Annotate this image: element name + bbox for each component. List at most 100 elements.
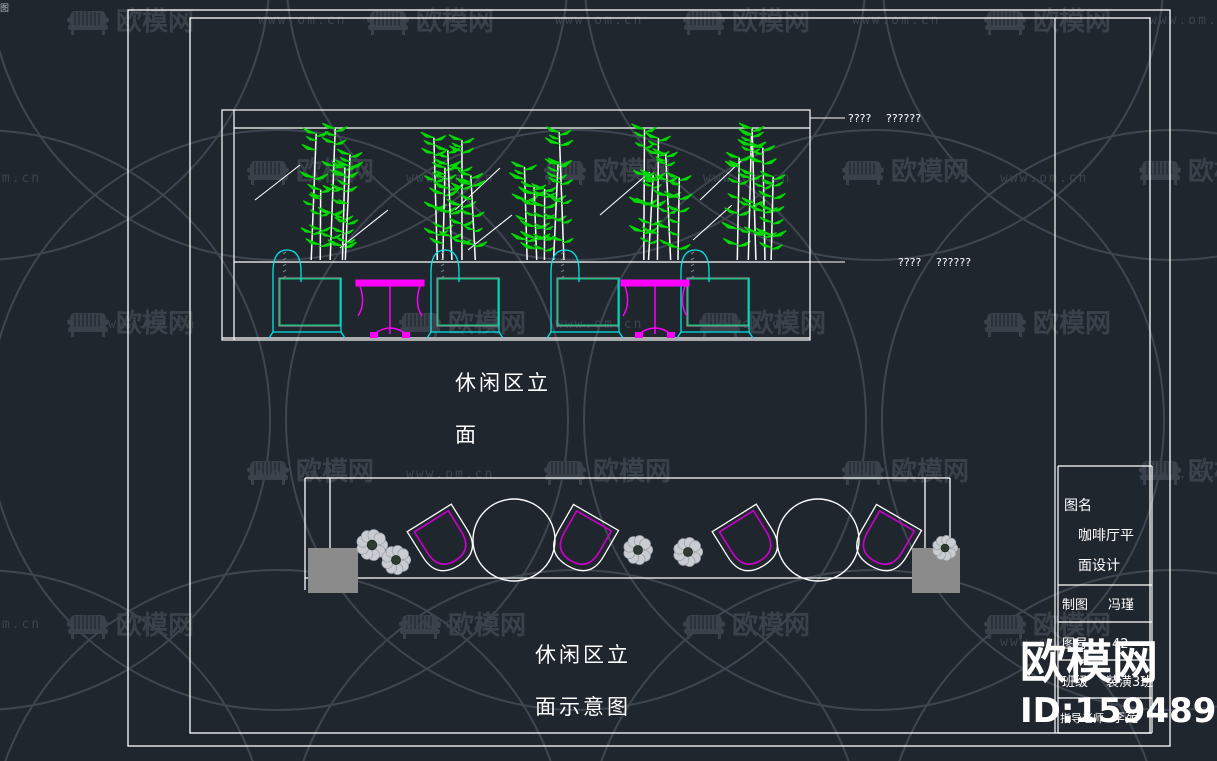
bamboo-leaf bbox=[472, 211, 485, 218]
svg-text:www.om.cn: www.om.cn bbox=[406, 617, 494, 632]
bamboo-leaf bbox=[446, 198, 463, 207]
plant-lobe bbox=[946, 537, 957, 548]
bamboo-leaf bbox=[460, 177, 472, 183]
bamboo-leaf bbox=[678, 207, 690, 213]
title-block-instructor-label: 指导老师 bbox=[1060, 711, 1104, 725]
svg-text:欧模网: 欧模网 bbox=[116, 308, 194, 339]
plan-chair[interactable] bbox=[406, 503, 481, 579]
plan-chair[interactable] bbox=[711, 503, 786, 579]
armchair-body-accent bbox=[279, 278, 341, 326]
bamboo-leaf bbox=[449, 208, 464, 215]
bamboo-leaf bbox=[336, 148, 351, 156]
elevation-armchair[interactable] bbox=[546, 249, 624, 339]
bamboo-leaf bbox=[560, 159, 573, 166]
bamboo-leaf bbox=[772, 174, 786, 181]
svg-text:www.om.cn: www.om.cn bbox=[1149, 13, 1217, 28]
armchair-body-accent bbox=[687, 278, 749, 326]
bamboo-leaf bbox=[421, 147, 435, 155]
elevation-armchair[interactable] bbox=[676, 249, 754, 339]
bamboo-leaf bbox=[721, 221, 739, 230]
plan-label-line1: 休闲区立 bbox=[535, 643, 631, 667]
bamboo-leaf bbox=[519, 219, 536, 228]
title-block-drawing-name-value-2: 面设计 bbox=[1078, 558, 1120, 574]
table-foot-right bbox=[402, 332, 410, 338]
bamboo-leaf bbox=[668, 209, 678, 215]
plan-drawing[interactable]: 休闲区立 面示意图 bbox=[304, 477, 960, 719]
bamboo-leaf bbox=[434, 169, 446, 176]
bamboo-leaf bbox=[559, 139, 574, 147]
bamboo-culm bbox=[677, 177, 681, 261]
title-block[interactable]: 图名 咖啡厅平 面设计 制图 冯瑾 图号 42 班级 装潢3班 指导老师 李苑 bbox=[1057, 465, 1153, 734]
plan-chair-seat bbox=[718, 509, 772, 565]
plan-round-table[interactable] bbox=[776, 498, 860, 582]
bamboo-leaf bbox=[543, 234, 555, 240]
svg-text:欧模网: 欧模网 bbox=[416, 6, 494, 37]
svg-text:www.om.cn: www.om.cn bbox=[555, 13, 643, 28]
bamboo-culm bbox=[470, 175, 477, 261]
title-block-drafter-value: 冯瑾 bbox=[1108, 598, 1134, 613]
svg-text:www.om.cn: www.om.cn bbox=[108, 317, 196, 332]
elevation-callouts: ???? ?????? ???? ?????? bbox=[810, 112, 971, 269]
bamboo-leaf bbox=[324, 130, 336, 137]
bamboo-leaf bbox=[471, 179, 486, 187]
elevation-furniture-group[interactable] bbox=[268, 249, 754, 339]
elevation-armchair[interactable] bbox=[426, 249, 504, 339]
armchair-body-accent bbox=[437, 278, 499, 326]
bamboo-cluster bbox=[628, 123, 693, 261]
bamboo-leaf bbox=[545, 192, 557, 199]
bamboo-leaf bbox=[530, 199, 545, 207]
armchair-stitch bbox=[440, 263, 445, 267]
bamboo-leaf bbox=[435, 205, 451, 213]
bamboo-leaf bbox=[533, 244, 545, 250]
plan-chair-outline bbox=[856, 503, 923, 572]
bamboo-leaf bbox=[450, 163, 463, 170]
plan-furniture-group[interactable] bbox=[356, 498, 959, 582]
bamboo-leaf bbox=[330, 233, 342, 240]
bamboo-leaf bbox=[722, 237, 738, 246]
bamboo-leaf bbox=[642, 177, 654, 183]
bamboo-leaf bbox=[321, 122, 336, 130]
plant-center bbox=[683, 547, 693, 557]
bamboo-leaf bbox=[434, 144, 448, 151]
elevation-armchair[interactable] bbox=[268, 249, 346, 339]
bamboo-leaf bbox=[314, 173, 329, 181]
plan-chair[interactable] bbox=[848, 503, 923, 578]
plan-walls bbox=[304, 477, 951, 590]
bamboo-leaf bbox=[550, 196, 563, 203]
elevation-pedestal-table[interactable] bbox=[620, 279, 690, 338]
plan-chair[interactable] bbox=[545, 503, 620, 578]
bamboo-cluster bbox=[299, 122, 364, 261]
bamboo-leaf bbox=[562, 237, 574, 244]
bamboo-leaf bbox=[317, 206, 333, 214]
armchair-stitch bbox=[560, 257, 565, 261]
bamboo-leaf bbox=[319, 231, 332, 238]
elevation-drawing[interactable]: ???? ?????? ???? ?????? 休闲区立 面 bbox=[221, 109, 971, 447]
bamboo-leaf bbox=[420, 131, 435, 139]
elevation-pedestal-table[interactable] bbox=[355, 279, 425, 338]
bamboo-leaf bbox=[544, 137, 560, 145]
bamboo-leaf bbox=[302, 200, 314, 206]
bamboo-leaf bbox=[727, 192, 739, 199]
bamboo-leaf bbox=[451, 142, 463, 148]
bamboo-leaf bbox=[548, 134, 560, 140]
bamboo-leaf bbox=[653, 189, 668, 197]
armchair-stitch bbox=[440, 269, 445, 273]
bamboo-leaf bbox=[665, 171, 680, 179]
callout-top-right-text: ?????? bbox=[886, 112, 921, 125]
bamboo-leaf bbox=[334, 159, 350, 167]
bamboo-leaf bbox=[307, 183, 321, 191]
bamboo-cluster bbox=[420, 131, 488, 261]
title-block-grid bbox=[1057, 465, 1153, 734]
bamboo-leaf bbox=[771, 218, 784, 225]
bamboo-leaf bbox=[724, 160, 740, 168]
bamboo-leaf bbox=[759, 170, 774, 178]
bamboo-culm bbox=[747, 134, 753, 261]
bamboo-cluster bbox=[509, 126, 574, 261]
bamboo-leaf bbox=[548, 176, 562, 184]
armchair-backrest bbox=[680, 249, 710, 332]
bamboo-leaf bbox=[461, 184, 473, 190]
bamboo-leaf bbox=[432, 171, 445, 179]
